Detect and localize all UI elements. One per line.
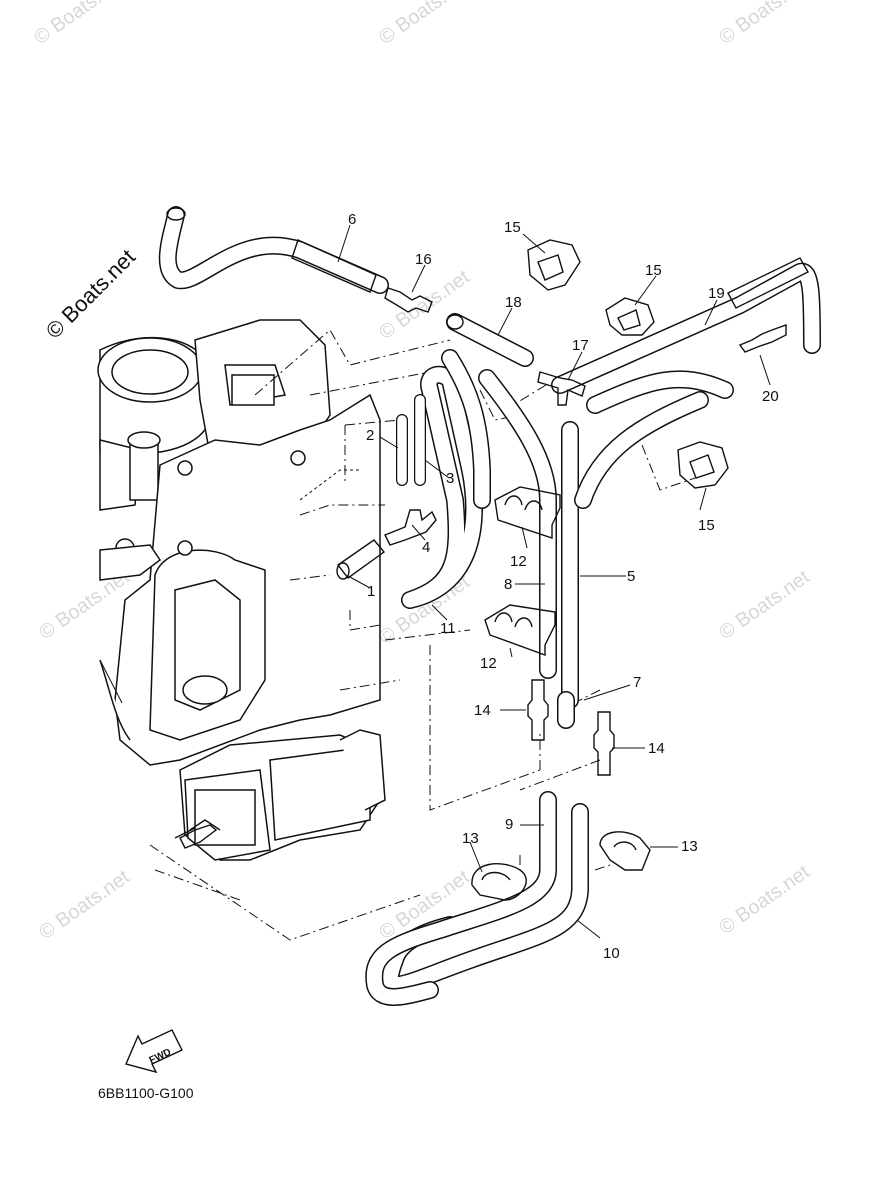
callout-16: 16 [415, 251, 432, 268]
fwd-arrow: FWD [125, 1029, 183, 1074]
callout-9: 9 [505, 816, 513, 833]
callout-1: 1 [367, 583, 375, 600]
callout-7: 7 [633, 674, 641, 691]
phantom-lines [149, 329, 696, 941]
callout-15: 15 [504, 219, 521, 236]
callout-20: 20 [762, 388, 779, 405]
small-parts [179, 239, 787, 901]
watermark: © Boats.net [715, 0, 814, 49]
watermark: © Boats.net [375, 0, 474, 49]
watermark: © Boats.net [715, 566, 814, 644]
callout-19: 19 [708, 285, 725, 302]
part-callouts: 6 15 16 15 19 18 17 20 2 3 4 15 12 5 8 1… [348, 211, 779, 962]
callout-2: 2 [366, 427, 374, 444]
leader-lines [99, 224, 771, 939]
callout-18: 18 [505, 294, 522, 311]
callout-12: 12 [480, 655, 497, 672]
watermark: © Boats.net [35, 866, 134, 944]
callout-15: 15 [698, 517, 715, 534]
callout-8: 8 [504, 576, 512, 593]
callout-14: 14 [474, 702, 491, 719]
hoses [158, 206, 821, 1006]
diagram-code: 6BB1100-G100 [98, 1085, 194, 1101]
callout-15: 15 [645, 262, 662, 279]
watermark: © Boats.net [375, 571, 474, 649]
callout-5: 5 [627, 568, 635, 585]
callout-6: 10 [603, 945, 620, 962]
callout-10: 6 [348, 211, 356, 228]
callout-12: 12 [510, 553, 527, 570]
callout-3: 3 [446, 470, 454, 487]
watermark: © Boats.net [715, 861, 814, 939]
callout-17: 17 [572, 337, 589, 354]
callout-13: 13 [681, 838, 698, 855]
watermark: © Boats.net [30, 0, 129, 49]
fwd-arrow-label: FWD [148, 1047, 173, 1067]
brand-watermark: © Boats.net [41, 244, 140, 343]
callout-14: 14 [648, 740, 665, 757]
callout-11: 11 [440, 620, 456, 637]
fwd-arrow-icon [125, 1029, 183, 1074]
callout-13: 13 [462, 830, 479, 847]
callout-4: 4 [422, 539, 430, 556]
engine-assembly [97, 319, 386, 861]
